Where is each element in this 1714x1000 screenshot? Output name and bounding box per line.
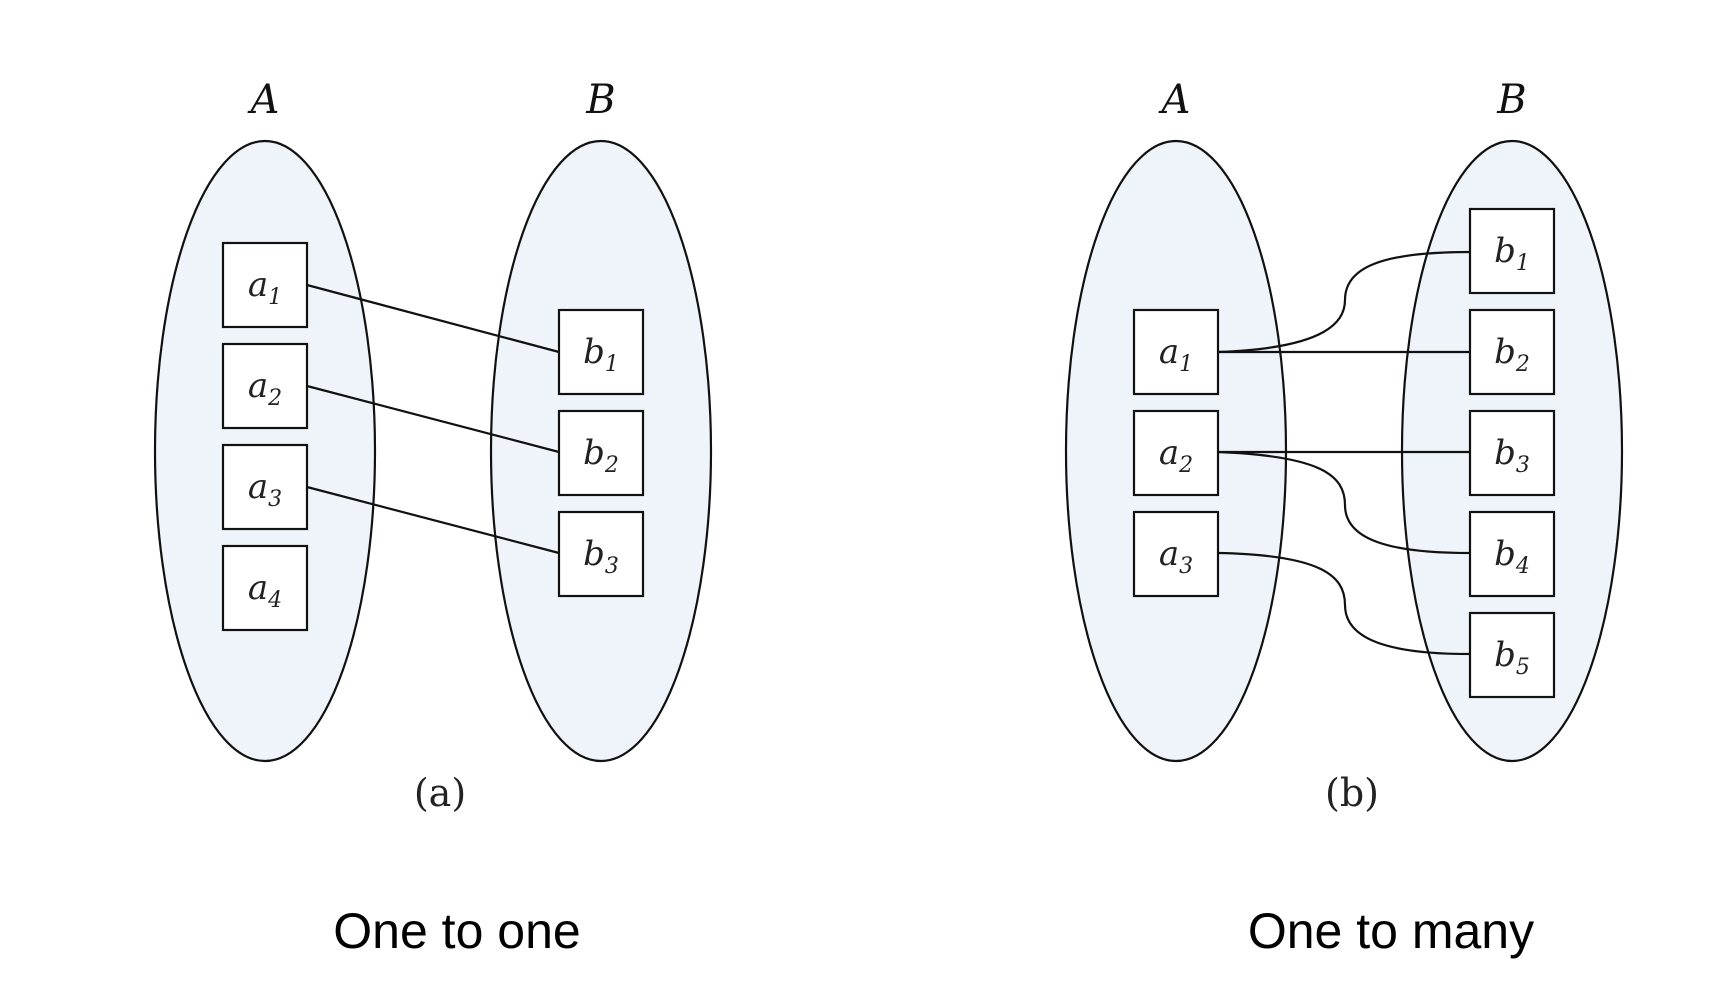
svg-text:b1: b1 [1494,231,1530,276]
element-label: a [1159,534,1179,574]
element-label: a [248,265,268,305]
element-a1: a1 [1132,308,1220,396]
set-a-label: A [247,77,280,123]
panel-caption: One to many [1248,903,1534,959]
svg-text:b4: b4 [1494,534,1530,579]
element-label: b [1494,332,1516,372]
link-a3-b5 [1217,551,1471,656]
element-subscript: 2 [604,453,619,478]
svg-text:a1: a1 [248,265,282,310]
svg-text:a3: a3 [1159,534,1193,579]
element-b5: b5 [1468,611,1556,699]
link-a3-b3 [306,485,560,555]
panel-tag: (b) [1325,771,1379,815]
element-a1: a1 [221,241,309,329]
element-a3: a3 [221,443,309,531]
panel-one-to-many: A B a1 a2 a3 [1064,77,1624,959]
element-label: b [583,433,605,473]
element-label: b [1494,534,1516,574]
element-a2: a2 [221,342,309,430]
element-subscript: 1 [1516,251,1530,276]
element-b3: b3 [1468,409,1556,497]
element-subscript: 3 [1516,453,1530,478]
element-a4: a4 [221,544,309,632]
element-subscript: 5 [1516,655,1530,680]
svg-text:a2: a2 [1159,433,1193,478]
svg-text:b1: b1 [583,332,619,377]
panel-one-to-one: A B a1 a2 a3 a [153,77,713,959]
element-b4: b4 [1468,510,1556,598]
element-subscript: 4 [1515,554,1530,579]
element-label: a [1159,332,1179,372]
element-subscript: 3 [268,487,282,512]
link-a2-b4 [1217,450,1471,555]
element-b3: b3 [557,510,645,598]
element-subscript: 3 [605,554,619,579]
element-subscript: 2 [267,386,282,411]
element-label: b [583,534,605,574]
svg-text:a1: a1 [1159,332,1193,377]
link-a1-b1 [1217,250,1471,354]
svg-text:b2: b2 [583,433,619,478]
element-b2: b2 [1468,308,1556,396]
element-label: a [248,366,268,406]
element-a3: a3 [1132,510,1220,598]
svg-text:a4: a4 [248,568,282,613]
element-label: a [248,568,268,608]
panel-tag: (a) [414,771,466,815]
element-b2: b2 [557,409,645,497]
element-subscript: 4 [267,588,282,613]
element-subscript: 3 [1179,554,1193,579]
element-label: b [583,332,605,372]
set-b-label: B [585,77,615,123]
element-b1: b1 [1468,207,1556,295]
element-subscript: 1 [1179,352,1193,377]
element-label: b [1494,433,1516,473]
element-a2: a2 [1132,409,1220,497]
element-subscript: 1 [605,352,619,377]
element-label: a [248,467,268,507]
svg-text:a2: a2 [248,366,282,411]
set-a-label: A [1158,77,1191,123]
link-a2-b2 [306,384,560,454]
element-b1: b1 [557,308,645,396]
element-label: a [1159,433,1179,473]
svg-text:b5: b5 [1494,635,1530,680]
element-subscript: 2 [1178,453,1193,478]
svg-text:b3: b3 [1494,433,1530,478]
element-label: b [1494,635,1516,675]
svg-text:b3: b3 [583,534,619,579]
link-a1-b1 [306,283,560,354]
svg-text:a3: a3 [248,467,282,512]
svg-text:b2: b2 [1494,332,1530,377]
element-subscript: 1 [268,285,282,310]
panel-caption: One to one [333,903,580,959]
element-label: b [1494,231,1516,271]
set-b-label: B [1496,77,1526,123]
element-subscript: 2 [1515,352,1530,377]
